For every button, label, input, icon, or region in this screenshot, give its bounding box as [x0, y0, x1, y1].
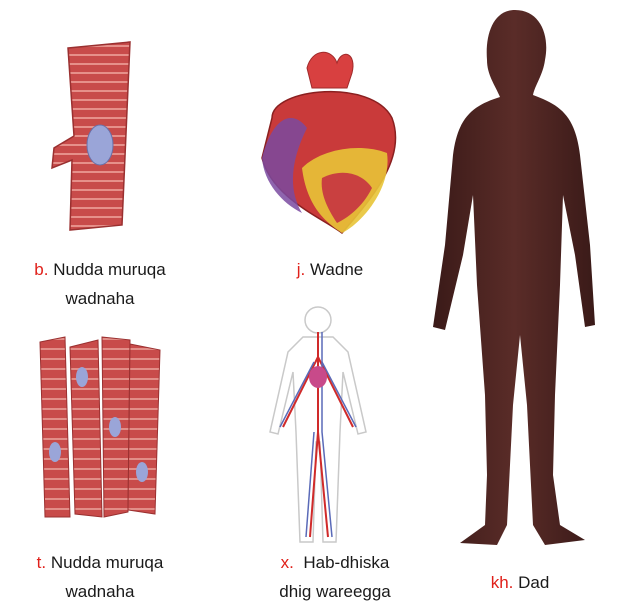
caption-line1: Wadne: [310, 260, 363, 279]
caption-line2: wadnaha: [0, 577, 200, 606]
caption-letter: j.: [297, 260, 306, 279]
caption-letter: x.: [281, 553, 294, 572]
caption-line1: Dad: [518, 573, 549, 592]
caption-kh: kh. Dad: [440, 568, 600, 597]
circulatory-system-illustration: [248, 302, 388, 547]
caption-j: j. Wadne: [230, 255, 430, 284]
caption-t: t. Nudda muruqa wadnaha: [0, 548, 200, 606]
heart-illustration: [252, 48, 407, 248]
caption-line2: wadnaha: [0, 284, 200, 313]
muscle-fibers-illustration: [30, 332, 170, 522]
caption-line1: Nudda muruqa: [51, 553, 163, 572]
caption-line1: Hab-dhiska: [303, 553, 389, 572]
caption-line2: dhig wareegga: [235, 577, 435, 606]
caption-letter: t.: [37, 553, 46, 572]
caption-x: x. Hab-dhiska dhig wareegga: [235, 548, 435, 606]
caption-letter: kh.: [491, 573, 514, 592]
caption-letter: b.: [34, 260, 48, 279]
caption-line1: Nudda muruqa: [53, 260, 165, 279]
human-body-illustration: [415, 5, 620, 560]
muscle-tissue-illustration: [40, 40, 140, 235]
caption-b: b. Nudda muruqa wadnaha: [0, 255, 200, 313]
